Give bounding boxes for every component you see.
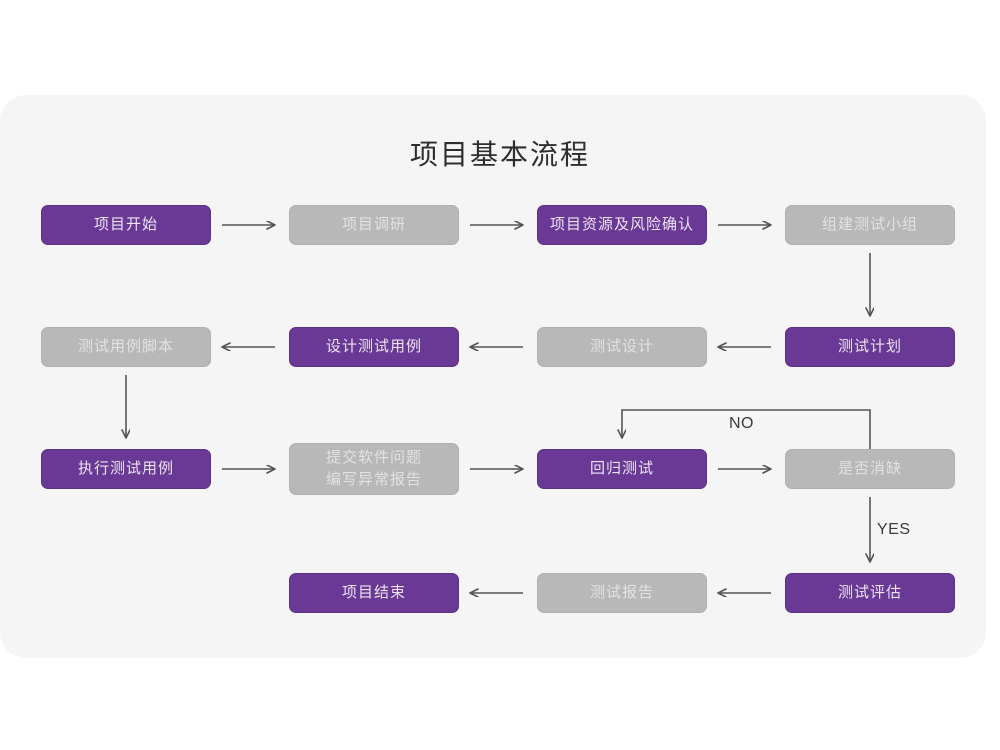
node-regression-test[interactable]: 回归测试 — [537, 449, 707, 489]
node-project-research[interactable]: 项目调研 — [289, 205, 459, 245]
node-test-case-script[interactable]: 测试用例脚本 — [41, 327, 211, 367]
flowchart-card — [0, 95, 986, 658]
node-resource-risk-confirm[interactable]: 项目资源及风险确认 — [537, 205, 707, 245]
node-project-start[interactable]: 项目开始 — [41, 205, 211, 245]
edge-label-yes: YES — [877, 521, 911, 538]
node-build-test-team[interactable]: 组建测试小组 — [785, 205, 955, 245]
node-submit-issue-report[interactable]: 提交软件问题编写异常报告 — [289, 443, 459, 495]
node-test-report[interactable]: 测试报告 — [537, 573, 707, 613]
edge-label-no: NO — [729, 415, 754, 432]
node-defect-cleared[interactable]: 是否消缺 — [785, 449, 955, 489]
node-test-evaluation[interactable]: 测试评估 — [785, 573, 955, 613]
node-test-plan[interactable]: 测试计划 — [785, 327, 955, 367]
page-title: 项目基本流程 — [409, 139, 590, 170]
node-execute-test-case[interactable]: 执行测试用例 — [41, 449, 211, 489]
node-project-end[interactable]: 项目结束 — [289, 573, 459, 613]
node-design-test-case[interactable]: 设计测试用例 — [289, 327, 459, 367]
node-test-design[interactable]: 测试设计 — [537, 327, 707, 367]
